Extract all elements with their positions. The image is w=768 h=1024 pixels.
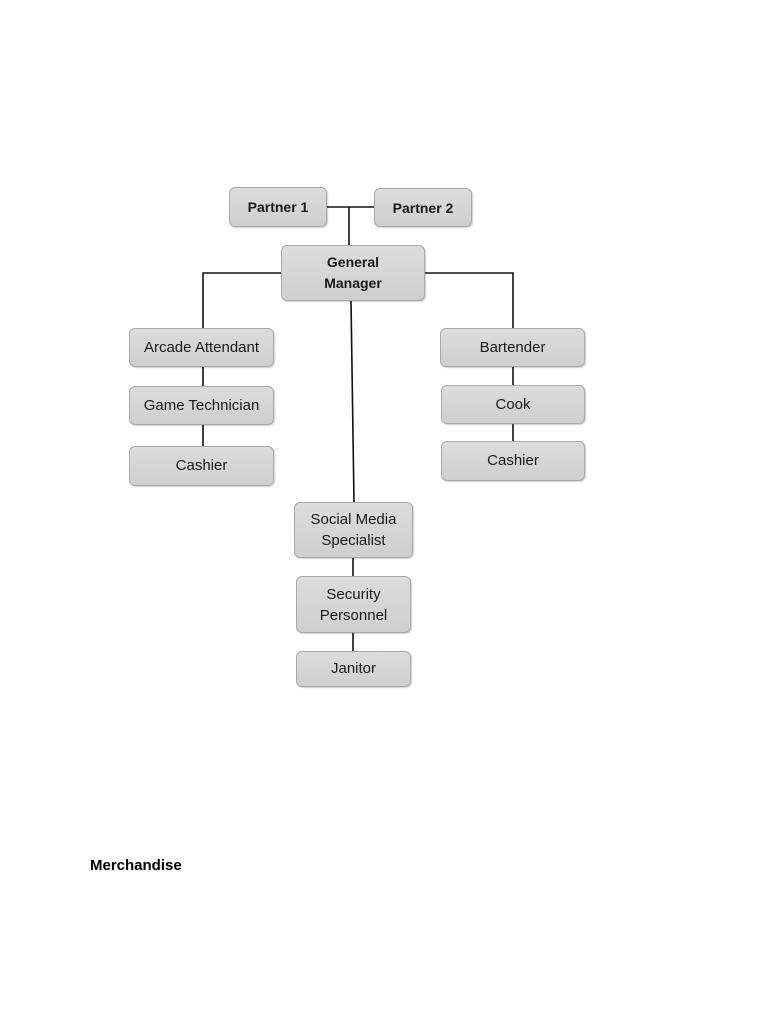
gm-to-center-branch [350,300,355,503]
gm-to-right-branch [425,272,514,328]
left-cashier-box: Cashier [129,446,274,486]
partner-2-box: Partner 2 [374,188,472,227]
social-media-specialist-box: Social Media Specialist [294,502,413,558]
general-manager-box: General Manager [281,245,425,301]
game-technician-box: Game Technician [129,386,274,425]
partner-1-box: Partner 1 [229,187,327,227]
bartender-box: Bartender [440,328,585,367]
janitor-box: Janitor [296,651,411,687]
right-cashier-box: Cashier [441,441,585,481]
merchandise-heading: Merchandise [90,857,182,874]
cook-box: Cook [441,385,585,424]
security-personnel-box: Security Personnel [296,576,411,633]
gm-to-left-branch [202,272,281,328]
arcade-attendant-box: Arcade Attendant [129,328,274,367]
